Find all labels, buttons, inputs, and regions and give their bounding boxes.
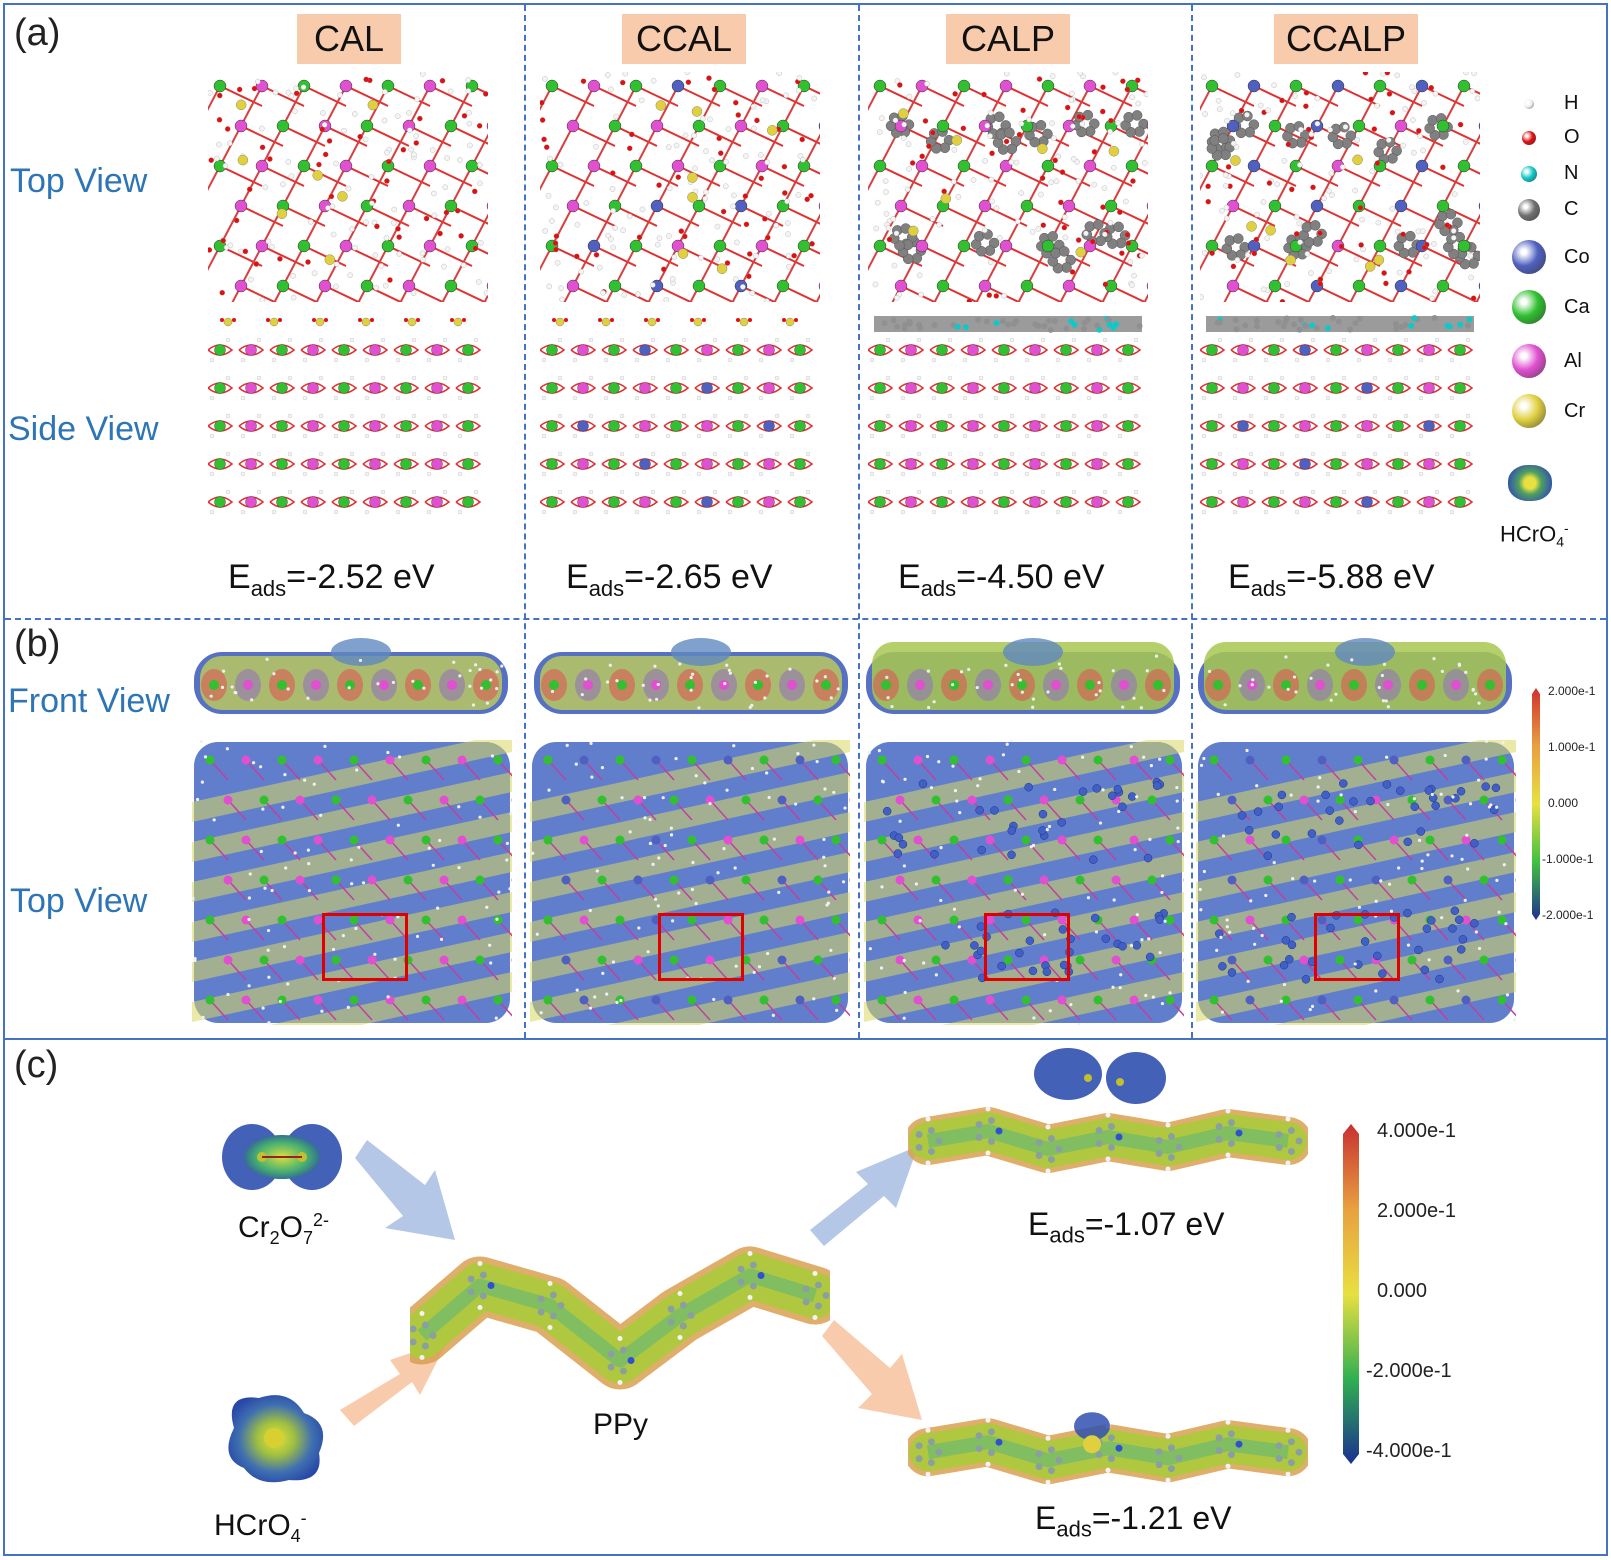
- top-view-esp-ccalp: [1196, 740, 1516, 1025]
- arrow-cr2o7-to-ppy: [355, 1140, 455, 1240]
- legend-label: Al: [1564, 349, 1582, 372]
- side-view-structure-ccal: [540, 317, 814, 515]
- legend-label: Co: [1564, 245, 1590, 268]
- adsorption-site-box-calp: [984, 913, 1070, 981]
- eads-ppy-cr2o7: Eads=-1.07 eV: [1028, 1206, 1225, 1248]
- front-view-esp-cal: [194, 638, 508, 714]
- legend-item-c: C: [1506, 198, 1578, 221]
- legend-atom-o-icon: [1522, 130, 1536, 145]
- adsorption-site-box-cal: [322, 913, 408, 981]
- divider-col-1: [524, 5, 526, 1038]
- divider-col-2: [858, 5, 860, 1038]
- eads-ppy-hcro4: Eads=-1.21 eV: [1035, 1500, 1232, 1542]
- title-ccal: CCAL: [622, 14, 746, 64]
- legend-item-cr: Cr: [1506, 394, 1585, 428]
- top-view-esp-cal: [192, 740, 512, 1025]
- front-view-esp-ccal: [534, 638, 848, 714]
- colorbar-c: [1343, 1124, 1359, 1464]
- top-view-structure-cal: [208, 72, 488, 302]
- adsorption-site-box-ccal: [658, 913, 744, 981]
- legend-label: Ca: [1564, 295, 1590, 318]
- front-view-esp-calp: [866, 638, 1180, 714]
- legend-anion-icon: [1508, 465, 1552, 501]
- colorbar-c-tick-2: 0.000: [1377, 1280, 1428, 1302]
- arrow-ppy-to-hcro4-complex: [822, 1320, 922, 1420]
- title-ccalp: CCALP: [1274, 14, 1418, 64]
- cr2o7-label: Cr2O72-: [238, 1210, 330, 1248]
- eads-calp: Eads=-4.50 eV: [898, 558, 1105, 601]
- ppy-esp-molecule: [410, 1246, 830, 1390]
- legend-label: C: [1564, 198, 1579, 220]
- eads-ccalp: Eads=-5.88 eV: [1228, 558, 1435, 601]
- side-view-structure-ccalp: [1200, 315, 1474, 515]
- legend-item-co: Co: [1506, 240, 1590, 274]
- colorbar-c-tick-0: 4.000e-1: [1377, 1120, 1456, 1142]
- divider-col-3: [1191, 5, 1193, 1038]
- top-view-label-a: Top View: [10, 162, 148, 200]
- legend-atom-n-icon: [1521, 165, 1537, 182]
- side-view-structure-calp: [868, 315, 1143, 515]
- title-calp: CALP: [946, 14, 1070, 64]
- side-view-label-a: Side View: [8, 410, 159, 448]
- arrow-ppy-to-cr2o7-complex: [810, 1146, 918, 1246]
- legend-item-n: N: [1506, 162, 1578, 185]
- eads-cal: Eads=-2.52 eV: [228, 558, 435, 601]
- panel-c-label: (c): [14, 1044, 59, 1086]
- figure-frame: [3, 3, 1608, 1556]
- adsorption-site-box-ccalp: [1314, 913, 1400, 981]
- top-view-structure-ccal: [540, 72, 820, 302]
- legend-anion-label: HCrO4-: [1500, 520, 1569, 550]
- colorbar-b-tick-0: 2.000e-1: [1548, 684, 1596, 698]
- top-view-structure-ccalp: [1200, 72, 1480, 302]
- legend-atom-ca-icon: [1512, 290, 1546, 324]
- panel-a-label: (a): [14, 12, 61, 54]
- colorbar-b-tick-4: -2.000e-1: [1542, 908, 1594, 922]
- legend-atom-h-icon: [1524, 98, 1534, 109]
- front-view-esp-ccalp: [1198, 638, 1512, 714]
- colorbar-b-tick-1: 1.000e-1: [1548, 740, 1596, 754]
- frame-divider-bc: [3, 1038, 1608, 1040]
- colorbar-c-tick-1: 2.000e-1: [1377, 1200, 1456, 1222]
- colorbar-c-tick-3: -2.000e-1: [1366, 1360, 1452, 1382]
- legend-atom-co-icon: [1512, 240, 1546, 274]
- legend-label: H: [1564, 92, 1579, 114]
- legend-label: Cr: [1564, 399, 1586, 422]
- cr2o7-esp-molecule: [222, 1124, 342, 1190]
- colorbar-c-tick-4: -4.000e-1: [1366, 1440, 1452, 1462]
- top-view-label-b: Top View: [10, 882, 148, 920]
- side-view-structure-cal: [208, 317, 482, 515]
- ppy-cr2o7-complex: [908, 1048, 1308, 1174]
- colorbar-b-tick-2: 0.000: [1548, 796, 1579, 810]
- legend-item-o: O: [1506, 126, 1580, 149]
- hcro4-label: HCrO4-: [214, 1508, 307, 1546]
- ppy-label: PPy: [593, 1408, 649, 1441]
- divider-ab: [5, 618, 1606, 620]
- top-view-esp-calp: [864, 740, 1184, 1025]
- legend-atom-cr-icon: [1512, 394, 1546, 428]
- legend-item-ca: Ca: [1506, 290, 1590, 324]
- legend-atom-al-icon: [1512, 344, 1546, 378]
- top-view-esp-ccal: [530, 740, 850, 1025]
- legend-item-h: H: [1506, 92, 1578, 115]
- ppy-hcro4-complex: [908, 1412, 1308, 1485]
- panel-b-label: (b): [14, 623, 61, 665]
- title-cal: CAL: [297, 14, 401, 64]
- legend-label: N: [1564, 162, 1579, 184]
- colorbar-b: [1532, 688, 1540, 920]
- eads-ccal: Eads=-2.65 eV: [566, 558, 773, 601]
- top-view-structure-calp: [868, 72, 1148, 302]
- front-view-label-b: Front View: [8, 682, 170, 720]
- legend-atom-c-icon: [1518, 198, 1540, 221]
- legend-label: O: [1564, 126, 1580, 148]
- colorbar-b-tick-3: -1.000e-1: [1542, 852, 1594, 866]
- legend-item-al: Al: [1506, 344, 1582, 378]
- hcro4-esp-molecule: [228, 1395, 324, 1483]
